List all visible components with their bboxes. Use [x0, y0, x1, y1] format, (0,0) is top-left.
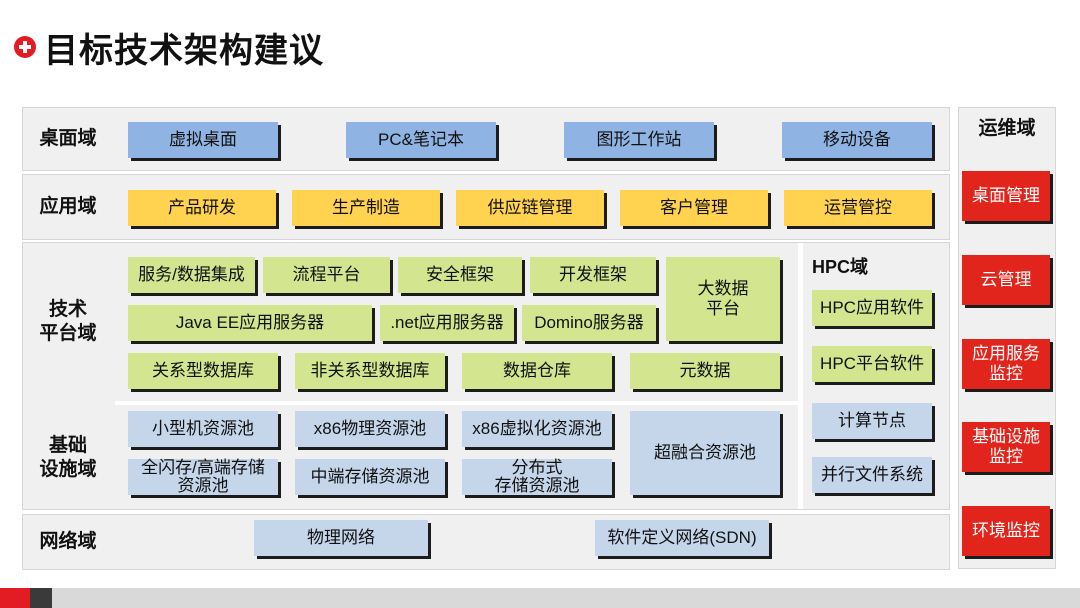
- infrastructure-domain-label: 基础设施域: [22, 405, 114, 510]
- compute-node-box: 计算节点: [812, 403, 932, 439]
- security-framework-box: 安全框架: [398, 257, 522, 293]
- infra-monitor-line2: 监控: [989, 447, 1023, 466]
- cloud-mgmt-box: 云管理: [962, 255, 1050, 305]
- service-data-integration-box: 服务/数据集成: [128, 257, 255, 293]
- flash-storage-pool-box: 全闪存/高端存储资源池: [128, 459, 278, 495]
- footer-bar: [0, 588, 1080, 608]
- graphics-workstation-box: 图形工作站: [564, 122, 714, 158]
- pc-laptop-box: PC&笔记本: [346, 122, 496, 158]
- distributed-storage-line2: 存储资源池: [494, 476, 580, 495]
- nosql-db-box: 非关系型数据库: [295, 353, 445, 389]
- supply-chain-box: 供应链管理: [456, 190, 604, 226]
- big-data-platform-box: 大数据平台: [666, 257, 780, 341]
- mid-storage-pool-box: 中端存储资源池: [295, 459, 445, 495]
- manufacturing-box: 生产制造: [292, 190, 440, 226]
- desktop-mgmt-box: 桌面管理: [962, 171, 1050, 221]
- title-bar: 目标技术架构建议: [14, 22, 324, 72]
- application-domain-label: 应用域: [39, 196, 97, 217]
- hpc-separator: [798, 243, 803, 509]
- flash-storage-line2: 资源池: [177, 476, 229, 495]
- flash-storage-line1: 全闪存/高端存储: [141, 458, 265, 477]
- distributed-storage-pool-box: 分布式存储资源池: [462, 459, 612, 495]
- footer-accent-red: [0, 588, 30, 608]
- workflow-platform-box: 流程平台: [263, 257, 390, 293]
- x86-virtual-pool-box: x86虚拟化资源池: [462, 411, 612, 447]
- row-separator: [115, 401, 798, 405]
- infra-monitor-box: 基础设施监控: [962, 422, 1050, 472]
- big-data-line1: 大数据: [697, 279, 749, 298]
- app-monitor-line2: 监控: [989, 364, 1023, 383]
- customer-mgmt-box: 客户管理: [620, 190, 768, 226]
- dev-framework-box: 开发框架: [530, 257, 656, 293]
- footer-accent-dark: [30, 588, 52, 608]
- hpc-domain-title: HPC域: [812, 257, 869, 277]
- parallel-filesystem-box: 并行文件系统: [812, 457, 932, 493]
- big-data-line2: 平台: [706, 299, 740, 318]
- data-warehouse-box: 数据仓库: [462, 353, 612, 389]
- java-ee-server-box: Java EE应用服务器: [128, 305, 372, 341]
- desktop-domain-label: 桌面域: [39, 128, 97, 149]
- plus-circle-icon: [14, 36, 36, 58]
- infra-monitor-line1: 基础设施: [972, 427, 1040, 446]
- app-service-monitor-box: 应用服务监控: [962, 339, 1050, 389]
- network-domain-label: 网络域: [39, 531, 97, 552]
- tech-platform-domain-label: 技术平台域: [22, 244, 114, 400]
- mobile-device-box: 移动设备: [782, 122, 932, 158]
- tech-platform-label-line2: 平台域: [39, 323, 97, 344]
- relational-db-box: 关系型数据库: [128, 353, 278, 389]
- domino-server-box: Domino服务器: [522, 305, 656, 341]
- sdn-box: 软件定义网络(SDN): [595, 520, 769, 556]
- product-rd-box: 产品研发: [128, 190, 276, 226]
- tech-platform-label-line1: 技术: [48, 299, 87, 320]
- ops-domain-title: 运维域: [978, 118, 1036, 139]
- x86-physical-pool-box: x86物理资源池: [295, 411, 445, 447]
- page-title: 目标技术架构建议: [44, 31, 324, 70]
- hpc-app-software-box: HPC应用软件: [812, 290, 932, 326]
- virtual-desktop-box: 虚拟桌面: [128, 122, 278, 158]
- app-monitor-line1: 应用服务: [972, 344, 1040, 363]
- distributed-storage-line1: 分布式: [511, 458, 563, 477]
- physical-network-box: 物理网络: [254, 520, 428, 556]
- operations-control-box: 运营管控: [784, 190, 932, 226]
- metadata-box: 元数据: [630, 353, 780, 389]
- hpc-platform-software-box: HPC平台软件: [812, 346, 932, 382]
- minicomputer-pool-box: 小型机资源池: [128, 411, 278, 447]
- hyper-converged-pool-box: 超融合资源池: [630, 411, 780, 495]
- environment-monitor-box: 环境监控: [962, 506, 1050, 556]
- dotnet-server-box: .net应用服务器: [380, 305, 514, 341]
- network-domain-row: [22, 514, 950, 570]
- infra-label-line1: 基础: [48, 434, 87, 456]
- infra-label-line2: 设施域: [39, 458, 97, 480]
